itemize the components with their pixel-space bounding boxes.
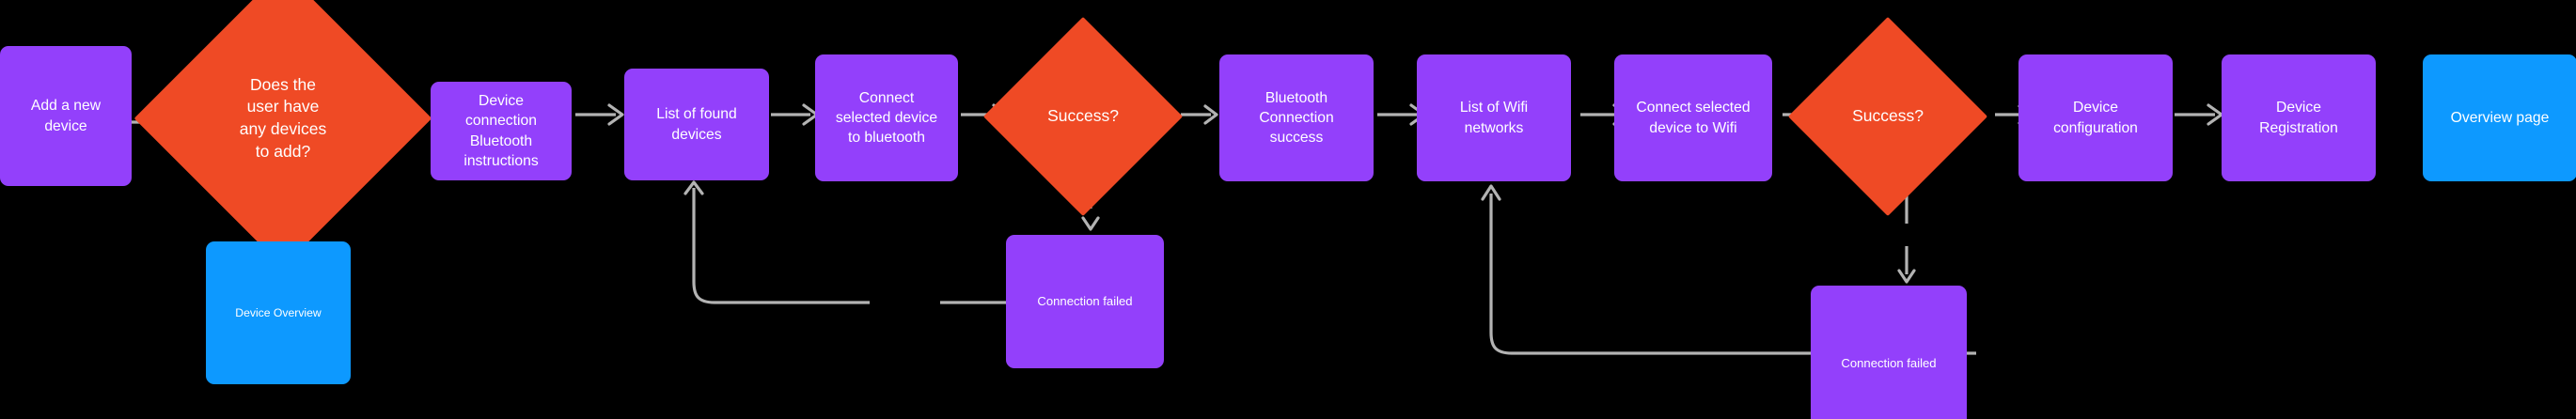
node-label: Device configuration: [2053, 100, 2138, 136]
node-label: Success?: [1852, 106, 1924, 126]
node-device-registration[interactable]: Device Registration: [2222, 54, 2376, 181]
node-device-connection-bluetooth-instructions[interactable]: Device connection Bluetooth instructions: [431, 82, 572, 180]
node-connection-failed-bluetooth[interactable]: Connection failed: [1006, 235, 1164, 368]
node-label: Connect selected device to Wifi: [1636, 100, 1751, 136]
node-label: Device connection Bluetooth instructions: [463, 93, 539, 169]
node-label: Connection failed: [1841, 356, 1937, 371]
node-device-overview[interactable]: Device Overview: [206, 241, 351, 384]
edge-list-to-connect-bluetooth: [771, 103, 819, 126]
node-label: Does the user have any devices to add?: [239, 74, 327, 161]
node-bluetooth-connection-success[interactable]: Bluetooth Connection success: [1219, 54, 1374, 181]
node-label: Bluetooth Connection success: [1259, 89, 1334, 147]
node-wifi-success-decision[interactable]: Success?: [1787, 16, 1988, 217]
node-label: List of found devices: [656, 106, 737, 143]
edge-bt-success-to-bt-ok: [1181, 104, 1218, 125]
node-connection-failed-wifi[interactable]: Connection failed: [1811, 286, 1967, 419]
edge-config-to-registration: [2175, 103, 2223, 126]
node-list-of-wifi-networks[interactable]: List of Wifi networks: [1417, 54, 1571, 181]
node-label: Success?: [1047, 106, 1119, 126]
node-list-of-found-devices[interactable]: List of found devices: [624, 69, 769, 180]
node-add-new-device[interactable]: Add a new device: [0, 46, 132, 186]
node-overview-page[interactable]: Overview page: [2423, 54, 2576, 181]
node-connect-selected-device-to-wifi[interactable]: Connect selected device to Wifi: [1614, 54, 1772, 181]
node-bluetooth-success-decision[interactable]: Success?: [982, 16, 1184, 217]
node-label: Connection failed: [1037, 294, 1133, 309]
node-label: Device Registration: [2259, 100, 2338, 136]
node-connect-selected-device-to-bluetooth[interactable]: Connect selected device to bluetooth: [815, 54, 958, 181]
node-label: List of Wifi networks: [1459, 100, 1529, 136]
node-device-configuration[interactable]: Device configuration: [2018, 54, 2173, 181]
node-label: Device Overview: [235, 305, 322, 319]
node-does-user-have-devices[interactable]: Does the user have any devices to add?: [134, 0, 432, 268]
node-label: Connect selected device to bluetooth: [835, 89, 938, 147]
node-label: Overview page: [2450, 109, 2550, 126]
node-label: Add a new device: [30, 98, 102, 134]
edge-bt-failed-loopback: [683, 180, 1008, 304]
edge-bt-instructions-to-list: [575, 103, 624, 126]
